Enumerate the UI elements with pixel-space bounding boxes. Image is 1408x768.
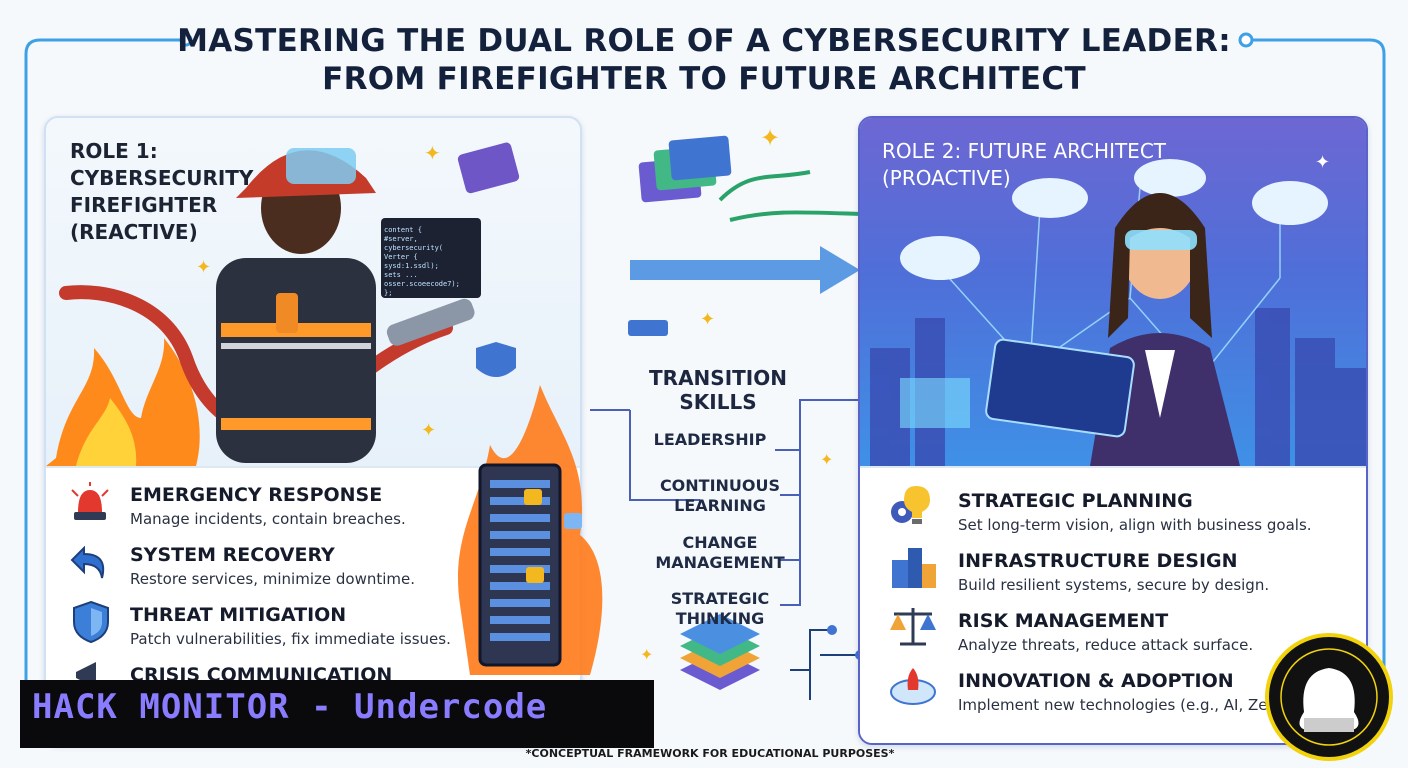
code-line: }; — [384, 289, 393, 297]
code-snippet: content { #server, cybersecurity( Verter… — [384, 226, 480, 298]
role1-title-line: FIREFIGHTER — [70, 193, 218, 217]
skill-label: LEADERSHIP — [653, 430, 767, 449]
role2-item-title: INFRASTRUCTURE DESIGN — [958, 550, 1238, 572]
role1-item-title: EMERGENCY RESPONSE — [130, 484, 383, 506]
skill-label: CONTINUOUS — [659, 476, 781, 495]
banner-text: HACK MONITOR - Undercode — [32, 687, 548, 727]
title-line-2: FROM FIREFIGHTER TO FUTURE ARCHITECT — [322, 61, 1086, 97]
role2-item-desc: Analyze threats, reduce attack surface. — [958, 636, 1254, 654]
role2-title-line: (PROACTIVE) — [882, 166, 1011, 190]
transition-title-line: SKILLS — [679, 390, 757, 414]
role1-item-title: THREAT MITIGATION — [130, 604, 347, 626]
role1-title-line: (REACTIVE) — [70, 220, 198, 244]
skill-change-management: CHANGE MANAGEMENT — [630, 533, 810, 573]
role2-list: STRATEGIC PLANNING Set long-term vision,… — [860, 466, 1366, 743]
role1-title-line: ROLE 1: — [70, 139, 158, 163]
title-line-1: MASTERING THE DUAL ROLE OF A CYBERSECURI… — [177, 23, 1231, 59]
code-screen — [381, 218, 481, 298]
flame-shape — [46, 338, 200, 466]
role1-title-line: CYBERSECURITY — [70, 166, 254, 190]
transition-title: TRANSITION SKILLS — [628, 366, 808, 414]
siren-icon — [71, 482, 109, 520]
code-line: content { — [384, 226, 422, 234]
role2-item-desc: Build resilient systems, secure by desig… — [958, 576, 1270, 594]
skill-label: STRATEGIC — [670, 589, 770, 608]
svg-text:✦: ✦ — [760, 124, 780, 152]
code-line: sysd:1.ssdl); — [384, 262, 439, 270]
lightbulb-gear-icon — [891, 486, 930, 524]
svg-text:✦: ✦ — [820, 450, 833, 469]
role2-item-desc: Set long-term vision, align with busines… — [958, 516, 1312, 534]
lock-shield-icon — [476, 342, 516, 377]
architect-scene: ✦ ROLE 2: FUTURE ARCHITECT (PROACTIVE) — [860, 118, 1366, 466]
role2-item-desc: Implement new technologies (e.g., AI, Ze — [958, 696, 1268, 714]
role2-title-line: ROLE 2: FUTURE ARCHITECT — [882, 139, 1167, 163]
role2-item-title: STRATEGIC PLANNING — [958, 490, 1193, 512]
cloud-rocket-icon — [890, 668, 936, 705]
firefighter-illustration: ✦ ✦ ✦ — [46, 141, 520, 466]
role1-item-title: SYSTEM RECOVERY — [130, 544, 335, 566]
code-line: osser.scoeecode7); — [384, 280, 460, 288]
transition-arrow — [630, 246, 860, 294]
architect-illustration: ✦ — [870, 152, 1366, 466]
skill-label: MANAGEMENT — [655, 553, 785, 572]
role2-panel: ✦ ROLE 2: FUTURE ARCHITECT (PROACTIVE) S… — [858, 116, 1368, 745]
firefighter-body — [216, 258, 376, 463]
code-line: Verter { — [384, 253, 418, 261]
scales-icon — [890, 608, 936, 646]
undo-arrow-icon — [70, 545, 105, 579]
shield-icon — [73, 600, 109, 644]
skill-leadership: LEADERSHIP — [620, 430, 800, 450]
watermark-banner — [20, 680, 654, 748]
skill-label: THINKING — [675, 609, 765, 628]
role2-title: ROLE 2: FUTURE ARCHITECT (PROACTIVE) — [882, 138, 1166, 192]
firefighter-scene: ✦ ✦ ✦ ROLE 1: CYBERSECURITY FIREFIGHTER … — [46, 118, 580, 466]
svg-text:✦: ✦ — [640, 645, 653, 664]
skill-strategic-thinking: STRATEGIC THINKING — [630, 589, 810, 629]
skill-label: CHANGE — [682, 533, 758, 552]
architect-hair — [1108, 193, 1212, 338]
skill-continuous-learning: CONTINUOUS LEARNING — [630, 476, 810, 516]
skill-label: LEARNING — [674, 496, 766, 515]
svg-text:✦: ✦ — [196, 257, 211, 278]
role1-panel: ✦ ✦ ✦ ROLE 1: CYBERSECURITY FIREFIGHTER … — [44, 116, 582, 745]
page-title: MASTERING THE DUAL ROLE OF A CYBERSECURI… — [0, 22, 1408, 98]
transition-title-line: TRANSITION — [649, 366, 787, 390]
svg-text:✦: ✦ — [1315, 152, 1330, 173]
code-line: #server, cybersecurity( — [384, 235, 444, 252]
svg-text:✦: ✦ — [421, 420, 436, 441]
svg-text:✦: ✦ — [424, 141, 441, 165]
code-line: sets ... — [384, 271, 418, 279]
role1-item-desc: Patch vulnerabilities, fix immediate iss… — [130, 630, 451, 648]
role2-item-title: INNOVATION & ADOPTION — [958, 670, 1234, 692]
role1-title: ROLE 1: CYBERSECURITY FIREFIGHTER (REACT… — [70, 138, 253, 246]
buildings-icon — [892, 548, 936, 588]
footnote: *CONCEPTUAL FRAMEWORK FOR EDUCATIONAL PU… — [525, 747, 895, 760]
undercode-logo — [1265, 633, 1393, 761]
role2-item-title: RISK MANAGEMENT — [958, 610, 1169, 632]
tablet — [985, 338, 1135, 438]
burning-server — [457, 385, 603, 675]
role1-item-desc: Restore services, minimize downtime. — [130, 570, 415, 588]
svg-text:✦: ✦ — [700, 309, 715, 330]
role1-item-desc: Manage incidents, contain breaches. — [130, 510, 406, 528]
